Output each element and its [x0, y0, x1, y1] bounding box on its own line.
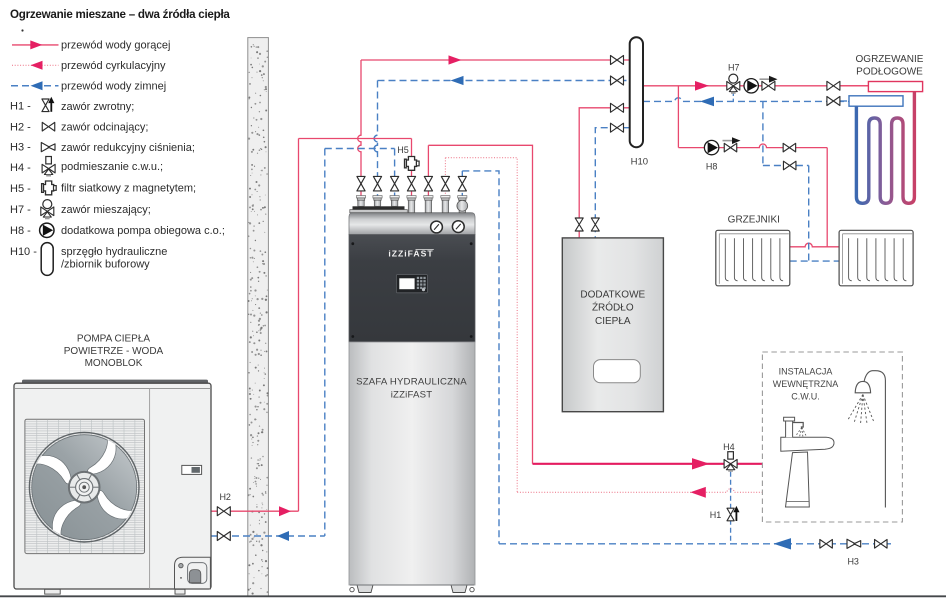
svg-text:C.W.U.: C.W.U. [791, 392, 820, 402]
svg-text:H7 -: H7 - [10, 204, 31, 216]
svg-text:iZZiFAST: iZZiFAST [388, 249, 433, 259]
svg-text:PODŁOGOWE: PODŁOGOWE [856, 67, 923, 78]
svg-text:MONOBLOK: MONOBLOK [85, 358, 143, 369]
svg-text:H1: H1 [710, 510, 722, 520]
svg-text:sprzęgło hydrauliczne: sprzęgło hydrauliczne [61, 246, 167, 258]
svg-text:GRZEJNIKI: GRZEJNIKI [728, 214, 780, 225]
svg-text:OGRZEWANIE: OGRZEWANIE [856, 54, 924, 65]
svg-text:podmieszanie c.w.u.;: podmieszanie c.w.u.; [61, 161, 163, 173]
svg-text:zawór zwrotny;: zawór zwrotny; [61, 101, 134, 113]
svg-text:H3: H3 [847, 557, 859, 567]
svg-text:dodatkowa pompa obiegowa c.o.;: dodatkowa pompa obiegowa c.o.; [61, 225, 225, 237]
svg-text:przewód wody zimnej: przewód wody zimnej [61, 80, 166, 92]
svg-text:H10: H10 [631, 157, 648, 168]
svg-text:H1 -: H1 - [10, 101, 31, 113]
svg-text:H5 -: H5 - [10, 183, 31, 195]
svg-text:/zbiornik buforowy: /zbiornik buforowy [61, 259, 150, 271]
svg-text:CIEPŁA: CIEPŁA [595, 316, 631, 327]
svg-text:H5: H5 [397, 145, 409, 155]
svg-text:zawór redukcyjny ciśnienia;: zawór redukcyjny ciśnienia; [61, 142, 195, 154]
svg-text:H3 -: H3 - [10, 142, 31, 154]
svg-text:H4: H4 [723, 442, 735, 452]
svg-text:POWIETRZE - WODA: POWIETRZE - WODA [64, 346, 164, 357]
svg-text:przewód cyrkulacyjny: przewód cyrkulacyjny [61, 60, 166, 72]
svg-text:Ogrzewanie mieszane – dwa źród: Ogrzewanie mieszane – dwa źródła ciepła [10, 8, 230, 21]
svg-text:iZZiFAST: iZZiFAST [391, 389, 433, 400]
svg-text:H8 -: H8 - [10, 225, 31, 237]
svg-text:H2 -: H2 - [10, 121, 31, 133]
svg-text:SZAFA HYDRAULICZNA: SZAFA HYDRAULICZNA [356, 376, 467, 387]
svg-text:przewód wody gorącej: przewód wody gorącej [61, 40, 170, 52]
svg-text:H4 -: H4 - [10, 162, 31, 174]
svg-text:H8: H8 [706, 161, 718, 171]
svg-text:zawór odcinający;: zawór odcinający; [61, 121, 148, 133]
svg-text:DODATKOWE: DODATKOWE [580, 289, 645, 300]
svg-text:H10 -: H10 - [10, 246, 37, 258]
svg-text:ŹRÓDŁO: ŹRÓDŁO [592, 301, 634, 314]
svg-text:H7: H7 [728, 62, 740, 72]
svg-text:filtr siatkowy z magnetytem;: filtr siatkowy z magnetytem; [61, 183, 196, 195]
svg-text:WEWNĘTRZNA: WEWNĘTRZNA [773, 379, 839, 389]
svg-text:POMPA CIEPŁA: POMPA CIEPŁA [77, 334, 151, 345]
svg-text:zawór mieszający;: zawór mieszający; [61, 204, 151, 216]
svg-text:H2: H2 [219, 492, 231, 502]
svg-text:INSTALACJA: INSTALACJA [779, 367, 833, 377]
